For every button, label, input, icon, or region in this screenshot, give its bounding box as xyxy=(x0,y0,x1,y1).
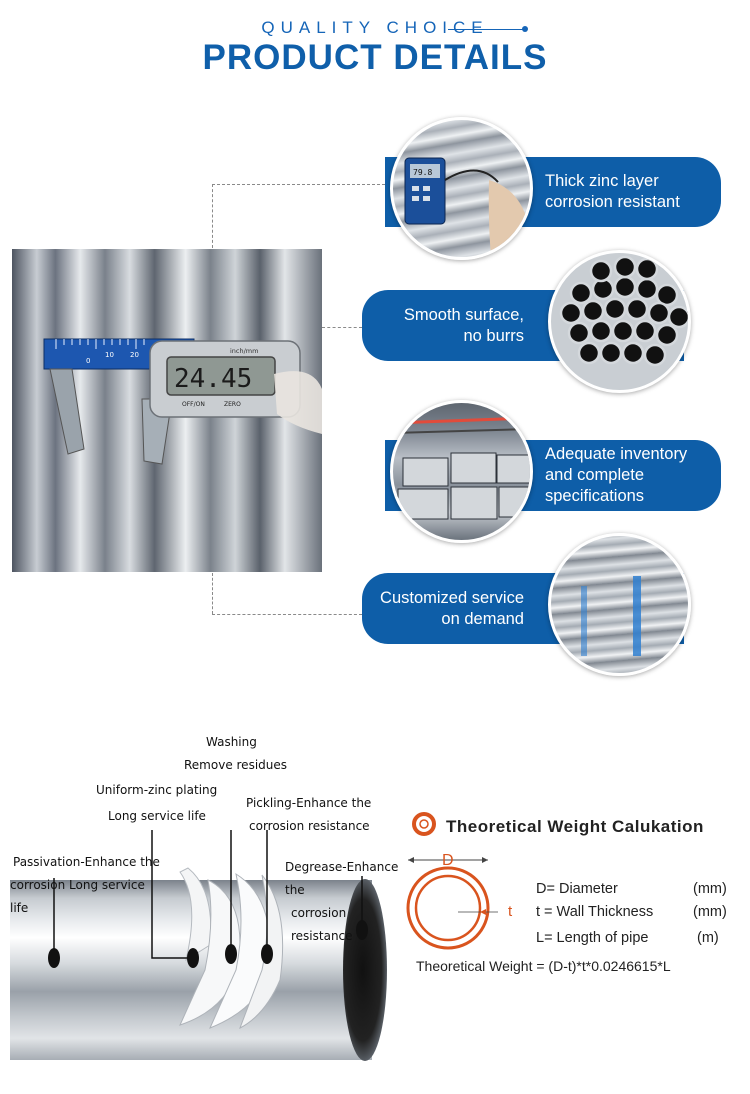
caliper-onoff-label: OFF/ON xyxy=(182,401,205,408)
legend-length-unit: (m) xyxy=(697,930,719,946)
feature-inventory-line2: and complete xyxy=(545,466,645,484)
label-degrease-line2: corrosion resistance xyxy=(291,906,353,943)
label-passivation-line2: corrosion Long service life xyxy=(10,878,145,915)
legend-diameter: D= Diameter (mm) xyxy=(536,881,736,897)
caliper-photo: 0 10 20 inch/mm 24.45 OFF/ON ZERO xyxy=(12,249,322,572)
pipe-opening xyxy=(343,879,387,1061)
label-passivation: Passivation-Enhance the corrosion Long s… xyxy=(10,851,160,920)
legend-thickness-name: t = Wall Thickness xyxy=(536,904,654,920)
feature-inventory-line3: specifications xyxy=(545,487,645,505)
legend-thickness: t = Wall Thickness (mm) xyxy=(536,904,736,920)
label-passivation-line1: Passivation-Enhance the xyxy=(13,855,160,869)
feature-photo-pipe-stack xyxy=(548,533,691,676)
legend-thickness-unit: (mm) xyxy=(693,904,727,920)
caliper-zero-label: ZERO xyxy=(224,401,241,408)
header-subtitle: QUALITY CHOICE xyxy=(261,18,489,37)
label-degrease: Degrease-Enhance the corrosion resistanc… xyxy=(285,856,405,948)
diagram-d-label: D xyxy=(442,852,454,869)
label-washing: Washing Remove residues xyxy=(184,731,294,777)
page-title: PRODUCT DETAILS xyxy=(202,38,548,77)
feature-photo-zinc-meter: 79.8 xyxy=(390,117,533,260)
subtitle-line xyxy=(448,29,524,30)
scale-number-10: 10 xyxy=(105,351,114,359)
label-washing-line2: Remove residues xyxy=(184,758,288,772)
label-pickling-line2: corrosion resistance xyxy=(249,819,370,833)
legend-length-name: L= Length of pipe xyxy=(536,930,649,946)
feature-custom-line2: on demand xyxy=(441,610,524,628)
feature-photo-pipe-ends xyxy=(548,250,691,393)
feature-smooth-line1: Smooth surface, xyxy=(403,306,524,324)
label-pickling: Pickling-Enhance the corrosion resistanc… xyxy=(246,792,376,838)
galvanized-pipe xyxy=(10,880,372,1060)
feature-custom-line1: Customized service xyxy=(380,589,524,607)
label-zinc: Uniform-zinc plating Long service life xyxy=(96,779,226,828)
label-zinc-line2: Long service life xyxy=(108,809,206,823)
weight-formula: Theoretical Weight = (D-t)*t*0.0246615*L xyxy=(416,958,671,974)
label-degrease-line1: Degrease-Enhance the xyxy=(285,860,399,897)
scale-number-0: 0 xyxy=(86,357,90,365)
feature-inventory-line1: Adequate inventory xyxy=(545,445,688,463)
label-pickling-line1: Pickling-Enhance the xyxy=(246,796,372,810)
label-washing-line1: Washing xyxy=(206,735,257,749)
legend-diameter-name: D= Diameter xyxy=(536,881,618,897)
connector-mid-horizontal xyxy=(322,327,362,328)
weight-title: Theoretical Weight Calukation xyxy=(446,817,704,836)
subtitle-dot xyxy=(522,26,528,32)
feature-photo-warehouse xyxy=(390,400,533,543)
feature-zinc-line1: Thick zinc layer xyxy=(545,172,659,190)
coating-layers xyxy=(48,830,368,1030)
caliper-reading: 24.45 xyxy=(174,364,252,394)
connector-bottom-vertical xyxy=(212,573,213,614)
meter-reading: 79.8 xyxy=(413,168,432,177)
feature-zinc-line2: corrosion resistant xyxy=(545,193,680,211)
legend-diameter-unit: (mm) xyxy=(693,881,727,897)
caliper-graphic: 0 10 20 inch/mm 24.45 OFF/ON ZERO xyxy=(43,338,322,465)
pipe-cross-section-diagram: D t xyxy=(406,852,513,950)
caliper-unit-label: inch/mm xyxy=(230,347,258,355)
label-zinc-line1: Uniform-zinc plating xyxy=(96,783,218,797)
connector-bottom-horizontal xyxy=(212,614,362,615)
bullet-ring-icon xyxy=(412,812,436,836)
connector-top-vertical xyxy=(212,184,213,248)
legend-length: L= Length of pipe (m) xyxy=(536,930,736,946)
connector-top-horizontal xyxy=(212,184,390,185)
feature-smooth-line2: no burrs xyxy=(463,327,524,345)
diagram-t-label: t xyxy=(508,903,513,920)
scale-number-20: 20 xyxy=(130,351,139,359)
